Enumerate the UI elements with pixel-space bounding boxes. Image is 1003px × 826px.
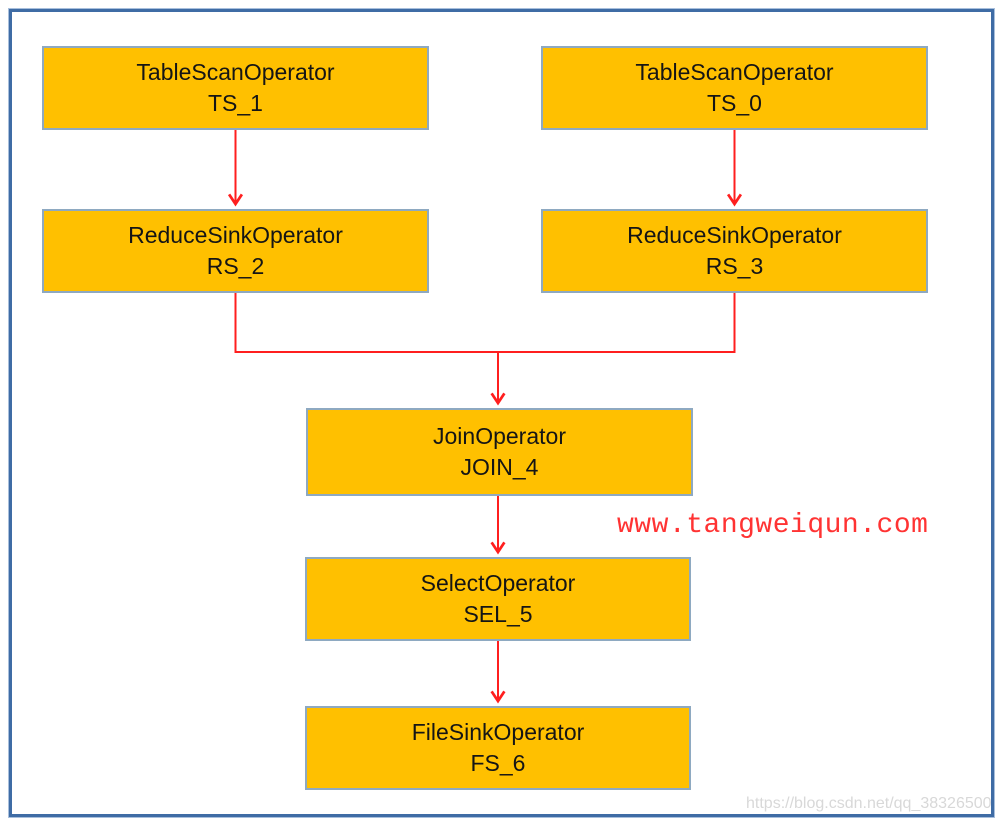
watermark-tangweiqun: www.tangweiqun.com [617,510,929,541]
node-tablescan-ts1: TableScanOperator TS_1 [42,46,429,130]
edge-merge-rs2-rs3 [234,293,736,353]
node-id: TS_0 [707,90,762,116]
watermark-csdn-url: https://blog.csdn.net/qq_38326500 [746,795,992,812]
node-reducesink-rs3: ReduceSinkOperator RS_3 [541,209,928,293]
node-reducesink-rs2: ReduceSinkOperator RS_2 [42,209,429,293]
node-type: FileSinkOperator [411,719,585,745]
node-id: TS_1 [208,90,263,116]
node-filesink-fs6: FileSinkOperator FS_6 [305,706,691,790]
node-tablescan-ts0: TableScanOperator TS_0 [541,46,928,130]
node-join-join4: JoinOperator JOIN_4 [306,408,693,496]
node-type: SelectOperator [420,570,576,596]
node-select-sel5: SelectOperator SEL_5 [305,557,691,641]
node-type: TableScanOperator [635,59,834,85]
node-type: ReduceSinkOperator [627,222,842,248]
node-type: ReduceSinkOperator [128,222,343,248]
node-type: TableScanOperator [136,59,335,85]
node-type: JoinOperator [433,423,566,449]
node-id: FS_6 [470,750,526,776]
node-id: RS_3 [705,253,764,279]
node-id: SEL_5 [463,601,533,627]
node-id: JOIN_4 [460,454,539,480]
node-id: RS_2 [206,253,265,279]
